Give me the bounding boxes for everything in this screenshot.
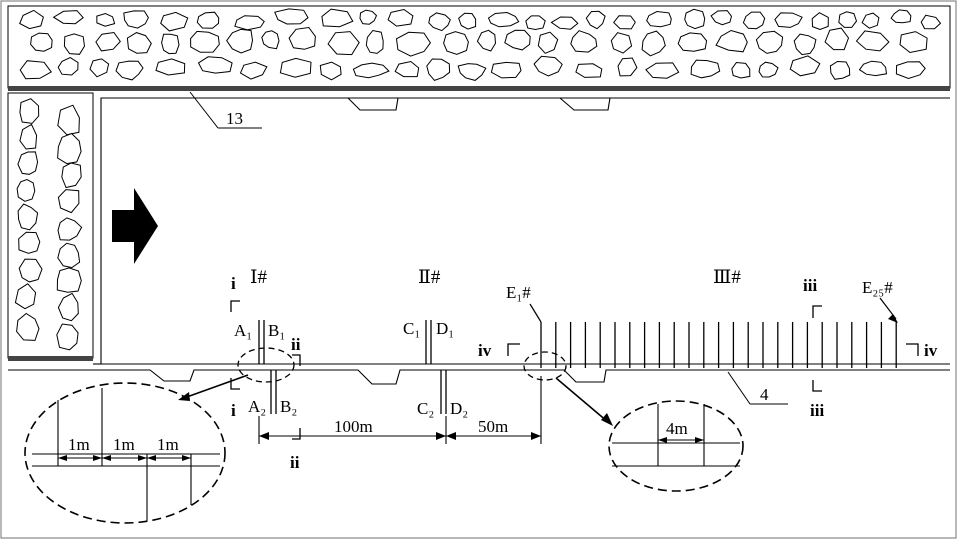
group-III-boreholes [541,322,896,368]
section-iii-bottom: iii [810,401,824,420]
section-ii-top: ii [291,335,301,354]
rock-fragment [685,9,705,28]
section-iv-right: iv [924,341,938,360]
point-B1: B₁ [268,321,285,340]
spacing-1m-b: 1m [113,435,135,454]
dimension-50m: 50m [478,417,508,436]
rock-fragment [17,180,35,202]
rock-fragment [64,34,84,54]
group-I-label: Ⅰ# [250,267,268,288]
section-i-top: i [231,274,236,293]
side-rock-mass [8,93,93,358]
group-II-label: Ⅱ# [418,267,441,288]
rock-fragment [830,62,849,80]
callout-13: 13 [190,92,262,128]
point-C1: C₁ [403,319,420,338]
detail-left: 1m 1m 1m [25,348,294,523]
point-A2: A₂ [248,397,266,416]
rock-fragment [18,152,38,174]
callout-4: 4 [728,372,788,404]
callout-4-label: 4 [760,385,769,404]
roof-rock-mass [8,6,950,88]
point-C2: C₂ [417,399,434,418]
point-D2: D₂ [450,399,468,418]
borehole-E25-label: E₂₅# [862,278,893,297]
section-i-bottom: i [231,401,236,420]
advance-direction-arrow [112,188,158,264]
section-iv-left: iv [478,341,492,360]
side-floor-line [8,356,93,361]
rock-fragment [280,58,311,77]
borehole-E25-arrowhead [888,314,898,323]
rock-fragment [732,63,750,79]
point-D1: D₁ [436,319,454,338]
borehole-E1-label: E₁# [506,283,531,302]
rock-fragment [526,16,545,30]
rock-fragment [57,268,81,292]
point-A1: A₁ [234,321,252,340]
point-B2: B₂ [280,397,297,416]
borehole-E1-pointer [530,304,541,322]
section-iii-top: iii [803,276,817,295]
roof-line [8,86,950,91]
group-III-label: Ⅲ# [713,267,741,288]
section-ii-bottom: ii [290,453,300,472]
callout-13-label: 13 [226,109,243,128]
spacing-4m: 4m [666,419,688,438]
detail-right: 4m [524,352,743,491]
rock-fragment [678,33,706,51]
dimension-100m: 100m [334,417,373,436]
rock-fragment [162,34,179,53]
spacing-1m-a: 1m [68,435,90,454]
rock-fragment [444,32,469,55]
rock-fragment [19,232,40,253]
rock-fragment [31,33,52,51]
rock-fragment [191,31,220,52]
rock-fragment [839,12,857,28]
spacing-1m-c: 1m [157,435,179,454]
